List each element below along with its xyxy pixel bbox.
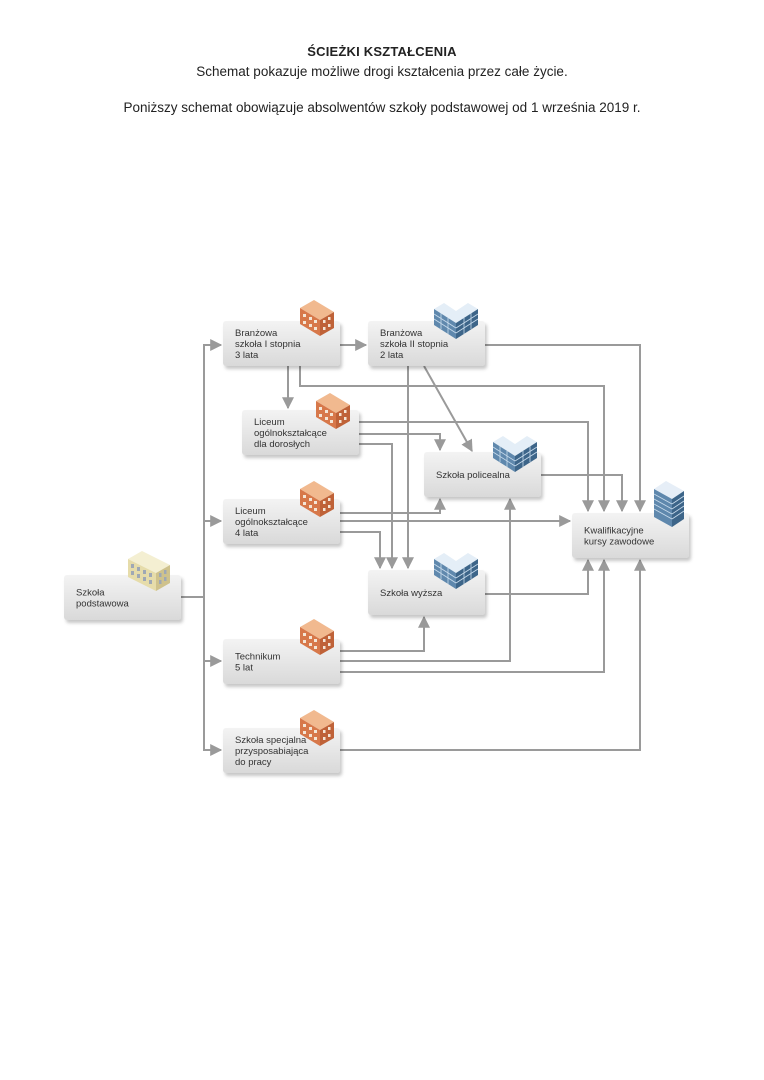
node-wyzsza: Szkoła wyższa xyxy=(368,552,485,615)
node-label-line: przysposabiająca xyxy=(235,746,309,757)
edge-lo4-to-wyzsza xyxy=(340,531,386,570)
page-subtitle: Schemat pokazuje możliwe drogi kształcen… xyxy=(196,64,568,79)
node-label-line: 2 lata xyxy=(380,350,404,361)
edge-lo_dorosli-to-wyzsza xyxy=(359,443,398,570)
edge-lo_dorosli-to-policealna xyxy=(359,433,446,452)
node-label-line: dla dorosłych xyxy=(254,439,310,450)
node-label-line: do pracy xyxy=(235,757,272,768)
node-label-line: 5 lat xyxy=(235,663,253,674)
page-title: ŚCIEŻKI KSZTAŁCENIA xyxy=(307,44,457,59)
node-label-line: ogólnokształcące xyxy=(254,428,327,439)
edge-technikum-to-policealna xyxy=(340,497,516,662)
node-label-line: 3 lata xyxy=(235,350,259,361)
node-label-line: Kwalifikacyjne xyxy=(584,526,644,537)
node-label-line: podstawowa xyxy=(76,599,130,610)
node-label-line: Liceum xyxy=(254,417,285,428)
node-label-line: ogólnokształcące xyxy=(235,517,308,528)
edge-branzowa1-to-kwalifikacyjne xyxy=(299,366,610,513)
node-label-line: kursy zawodowe xyxy=(584,537,654,548)
node-box xyxy=(223,321,340,366)
node-policealna: Szkoła policealna xyxy=(424,435,541,497)
edge-podstawowa-to-branzowa1 xyxy=(181,339,223,598)
node-label-line: Technikum xyxy=(235,652,280,663)
node-label-line: Szkoła xyxy=(76,588,105,599)
edge-branzowa2-to-policealna xyxy=(423,365,473,453)
node-label-line: szkoła II stopnia xyxy=(380,339,449,350)
node-box xyxy=(223,639,340,684)
node-box xyxy=(572,513,689,558)
edge-branzowa2-to-kwalifikacyjne xyxy=(485,344,646,513)
edges-layer xyxy=(181,339,646,756)
edge-technikum-to-wyzsza xyxy=(340,615,430,652)
edge-specjalna-to-kwalifikacyjne xyxy=(340,558,646,751)
node-label-line: Liceum xyxy=(235,506,266,517)
edge-wyzsza-to-kwalifikacyjne xyxy=(485,558,594,595)
edge-policealna-to-kwalifikacyjne xyxy=(541,474,628,513)
node-label-line: Szkoła wyższa xyxy=(380,588,443,599)
edge-lo4-to-policealna xyxy=(340,497,446,514)
node-label-line: 4 lata xyxy=(235,528,259,539)
node-label-line: Szkoła policealna xyxy=(436,470,511,481)
node-label-line: Branżowa xyxy=(380,328,423,339)
scope-note: Poniższy schemat obowiązuje absolwentów … xyxy=(123,100,641,115)
edge-technikum-to-kwalifikacyjne xyxy=(340,558,610,673)
edge-podstawowa-to-specjalna xyxy=(181,596,223,756)
node-label-line: Branżowa xyxy=(235,328,278,339)
node-label-line: szkoła I stopnia xyxy=(235,339,301,350)
edge-lo_dorosli-to-kwalifikacyjne xyxy=(359,421,594,513)
node-label-line: Szkoła specjalna xyxy=(235,735,307,746)
